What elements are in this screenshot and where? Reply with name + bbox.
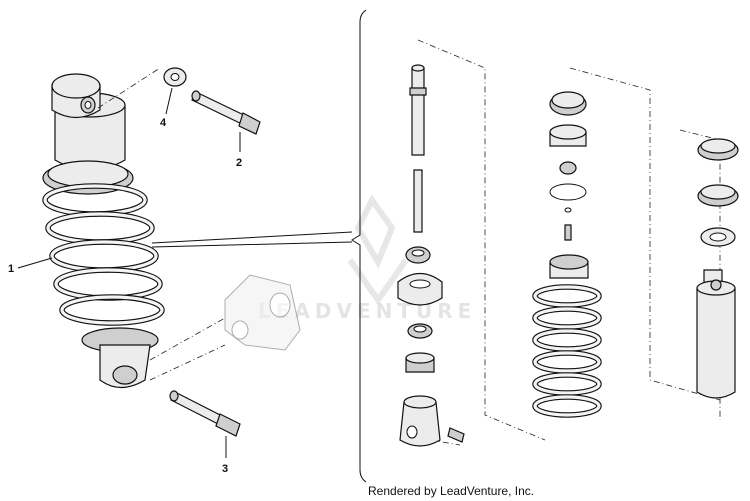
bolt-part bbox=[191, 90, 261, 135]
watermark-logo-icon bbox=[347, 194, 409, 306]
leader-line bbox=[151, 231, 353, 248]
damper-rod-stack bbox=[397, 64, 465, 447]
svg-text:2: 2 bbox=[236, 157, 242, 169]
callout-2: 2 bbox=[236, 132, 242, 169]
callout-1: 1 bbox=[8, 257, 53, 275]
svg-text:4: 4 bbox=[160, 117, 167, 129]
linkage-bracket bbox=[224, 274, 301, 351]
shock-body-stack bbox=[696, 138, 739, 399]
spring-stack bbox=[532, 91, 602, 418]
leader-line bbox=[149, 317, 226, 381]
washer-part bbox=[163, 67, 187, 87]
bolt-part bbox=[169, 390, 241, 437]
credit-text: Rendered by LeadVenture, Inc. bbox=[368, 484, 535, 498]
divider-line bbox=[351, 9, 367, 483]
svg-text:3: 3 bbox=[222, 463, 228, 475]
assembled-shock-absorber bbox=[42, 73, 165, 389]
leader-line bbox=[97, 67, 161, 109]
svg-text:1: 1 bbox=[8, 263, 14, 275]
callout-3: 3 bbox=[222, 436, 228, 475]
callout-4: 4 bbox=[160, 87, 173, 129]
